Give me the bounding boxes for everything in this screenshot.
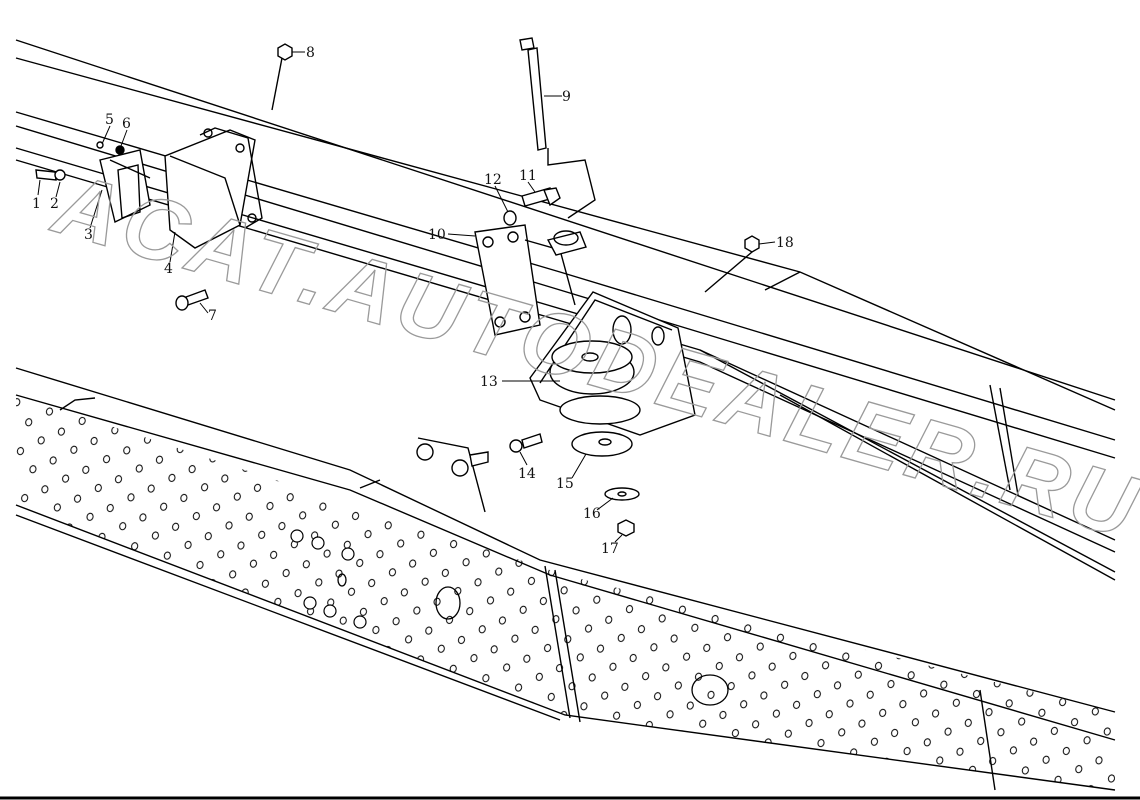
callout-1: 1 [32, 196, 41, 212]
lower-frame-rail [15, 367, 1116, 791]
callout-3: 3 [84, 227, 93, 243]
left-bracket-assembly [35, 127, 263, 311]
callout-16: 16 [583, 506, 601, 522]
engine-mount-assembly [271, 37, 760, 537]
callout-8: 8 [306, 45, 315, 61]
callout-15: 15 [556, 476, 574, 492]
callout-14: 14 [518, 466, 536, 482]
callout-10: 10 [428, 227, 446, 243]
callout-13: 13 [480, 374, 498, 390]
callout-5: 5 [105, 112, 114, 128]
callout-11: 11 [519, 168, 537, 184]
callout-12: 12 [484, 172, 502, 188]
callout-17: 17 [601, 541, 619, 557]
callout-4: 4 [164, 261, 173, 277]
callout-9: 9 [562, 89, 571, 105]
callout-2: 2 [50, 196, 59, 212]
callout-6: 6 [122, 116, 131, 132]
callout-18: 18 [776, 235, 794, 251]
callout-7: 7 [208, 308, 217, 324]
callout-labels: 1 2 3 4 5 6 7 8 9 10 11 12 13 14 15 16 1… [32, 45, 794, 557]
leader-lines [37, 51, 776, 543]
